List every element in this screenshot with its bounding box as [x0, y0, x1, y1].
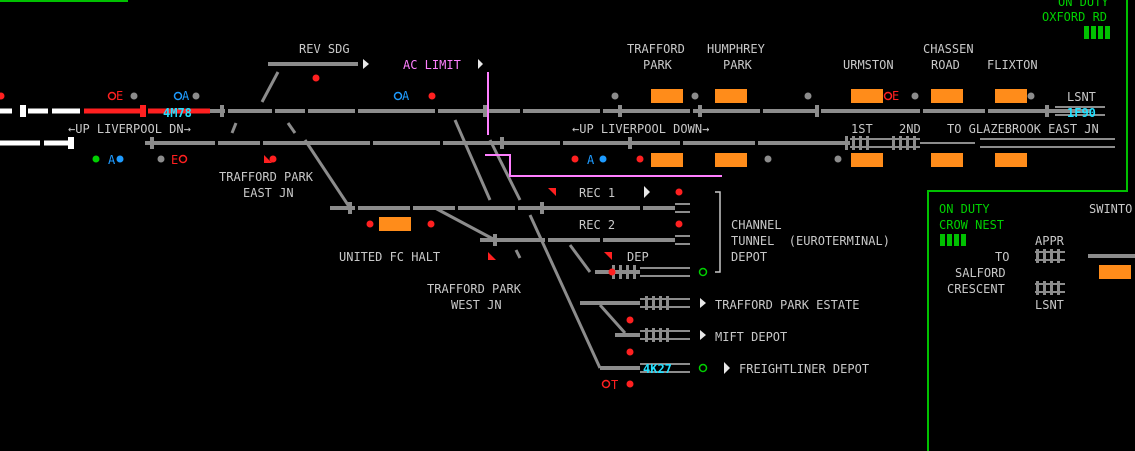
humphrey-label-2: PARK: [723, 58, 752, 72]
to-label: TO: [995, 250, 1010, 264]
signal-a-1: A: [182, 89, 190, 103]
tp-estate-label: TRAFFORD PARK ESTATE: [715, 298, 860, 312]
trafford-park-label-2: PARK: [643, 58, 672, 72]
platform-crow-nest: [1099, 265, 1131, 279]
platform-chassen-road-up: [931, 89, 963, 103]
platform-flixton-down: [995, 153, 1027, 167]
chassen-label: CHASSEN: [923, 42, 974, 56]
humphrey-label: HUMPHREY: [707, 42, 765, 56]
appr-label: APPR: [1035, 234, 1064, 248]
signal-a-2: A: [402, 89, 410, 103]
platform-trafford-park-up: [651, 89, 683, 103]
mift-label: MIFT DEPOT: [715, 330, 788, 344]
to-glazebrook-label: TO GLAZEBROOK EAST JN: [947, 122, 1099, 136]
platform-urmston-down: [851, 153, 883, 167]
signal-a-4: A: [587, 153, 595, 167]
flixton-label: FLIXTON: [987, 58, 1038, 72]
ac-limit-label: AC LIMIT: [403, 58, 461, 72]
rec1-label: REC 1: [579, 186, 616, 200]
rec2-label: REC 2: [579, 218, 616, 232]
crescent-label: CRESCENT: [947, 282, 1005, 296]
train-id-4m78[interactable]: 4M78: [163, 106, 192, 120]
signal-e-2: E: [892, 89, 900, 103]
tp-east-label: TRAFFORD PARK: [219, 170, 313, 184]
trafford-park-label: TRAFFORD: [627, 42, 685, 56]
chassen-label-2: ROAD: [931, 58, 960, 72]
platform-chassen-road-down: [931, 153, 963, 167]
lsnt-label: LSNT: [1067, 90, 1096, 104]
second-label: 2ND: [899, 122, 921, 136]
oxford-rd-status: ON DUTY: [1058, 0, 1109, 9]
platform-trafford-park-down: [651, 153, 683, 167]
depot-label: DEPOT: [731, 250, 768, 264]
channel-label: CHANNEL: [731, 218, 782, 232]
tunnel-label: TUNNEL (EUROTERMINAL): [731, 234, 890, 248]
crow-nest-location: CROW NEST: [939, 218, 1005, 232]
up-liverpool-down-label: ←UP LIVERPOOL DOWN→: [572, 122, 710, 136]
platform-flixton-up: [995, 89, 1027, 103]
train-id-1f90[interactable]: 1F90: [1067, 106, 1096, 120]
platform-humphrey-park-up: [715, 89, 747, 103]
train-id-4k27[interactable]: 4K27: [643, 362, 672, 376]
signal-t-1: T: [611, 378, 619, 392]
lsnt-crow-label: LSNT: [1035, 298, 1064, 312]
salford-label: SALFORD: [955, 266, 1006, 280]
urmston-label: URMSTON: [843, 58, 894, 72]
platform-urmston-up: [851, 89, 883, 103]
signal-a-3: A: [108, 153, 116, 167]
oxford-rd-location: OXFORD RD: [1042, 10, 1108, 24]
signal-e-1: E: [116, 89, 124, 103]
freightliner-label: FREIGHTLINER DEPOT: [739, 362, 870, 376]
united-fc-label: UNITED FC HALT: [339, 250, 441, 264]
tp-west-label-2: WEST JN: [451, 298, 502, 312]
rev-sdg-label: REV SDG: [299, 42, 350, 56]
swinton-label: SWINTO: [1089, 202, 1133, 216]
platform-united-fc-halt: [379, 217, 411, 231]
dep-label: DEP: [627, 250, 649, 264]
first-label: 1ST: [851, 122, 873, 136]
crow-nest-status: ON DUTY: [939, 202, 990, 216]
up-liverpool-dn-label: ←UP LIVERPOOL DN→: [68, 122, 191, 136]
platform-humphrey-park-down: [715, 153, 747, 167]
tp-east-label-2: EAST JN: [243, 186, 294, 200]
signal-e-3: E: [171, 153, 179, 167]
tp-west-label: TRAFFORD PARK: [427, 282, 521, 296]
